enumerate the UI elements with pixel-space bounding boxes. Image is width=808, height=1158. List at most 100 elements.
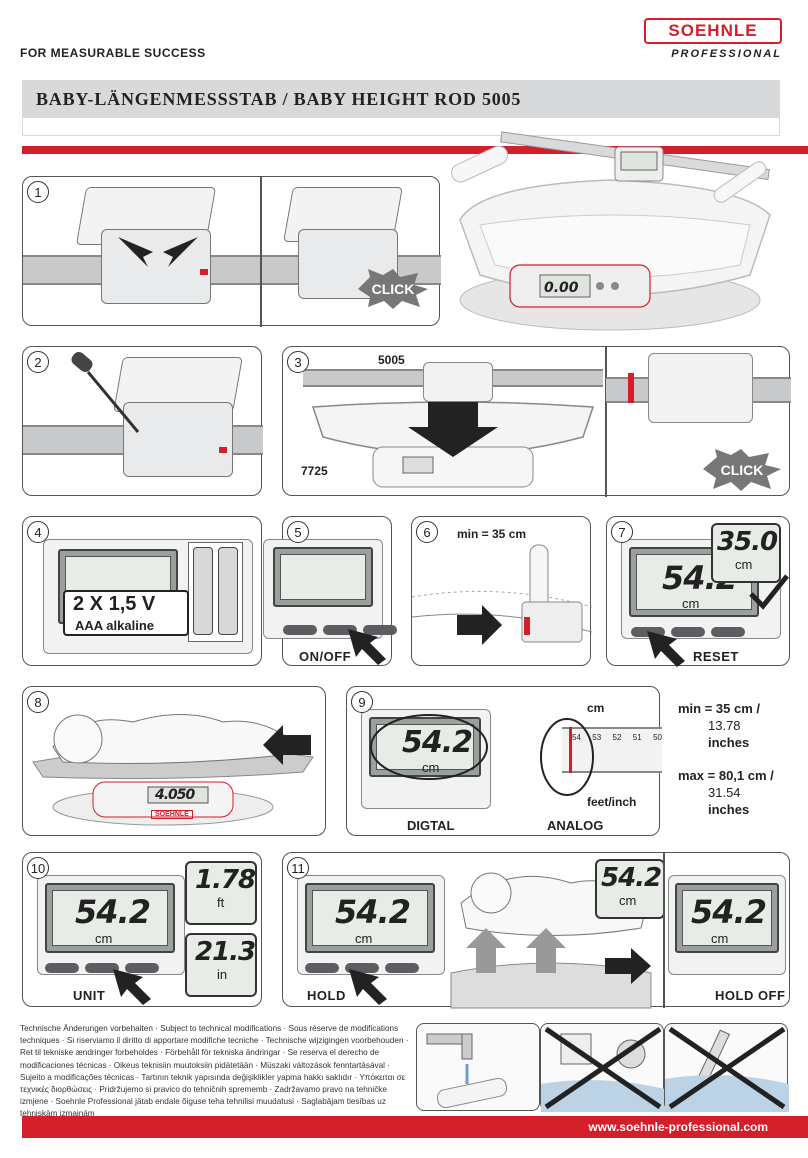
baby-removed-illustration [450, 872, 652, 1009]
press-arrow [348, 629, 386, 665]
min-line-3: inches [708, 735, 750, 750]
battery-cell-1 [193, 547, 213, 635]
red-marker [200, 269, 208, 275]
click-burst: CLICK [703, 449, 781, 491]
hero-illustration: 0.00 [440, 125, 785, 340]
max-line-1: max = 80,1 cm / [678, 768, 774, 783]
logo-wordmark: SOEHNLE [644, 18, 782, 44]
lcd-unit-2: cm [711, 931, 729, 946]
step-8-panel: 8 4.050 SOEHNLE [22, 686, 326, 836]
unit-key[interactable] [323, 625, 357, 635]
step-5-panel: 5 ON/OFF [263, 516, 397, 666]
squeeze-arrows [118, 237, 198, 267]
tagline: FOR MEASURABLE SUCCESS [20, 46, 206, 60]
rod-head-detail [648, 353, 753, 423]
panel-divider [663, 853, 665, 1008]
scale-reading: 4.050 [155, 787, 195, 803]
hold-key[interactable] [345, 963, 379, 973]
lcd-reading-2: 54.2 [691, 893, 767, 931]
step-4-panel: 4 2 X 1,5 V AAA alkaline [22, 516, 262, 666]
step-3-panel: 3 5005 7725 CLICK [282, 346, 791, 497]
scale-logo: SOEHNLE [151, 810, 193, 819]
hold-key[interactable] [85, 963, 119, 973]
battery-voltage: 2 X 1,5 V [73, 593, 156, 615]
rod-model-label: 5005 [378, 353, 405, 367]
lcd-unit: cm [682, 596, 700, 611]
logo-subtitle: PROFESSIONAL [671, 48, 782, 60]
press-arrow [647, 631, 685, 667]
ruler-tick: 53 [592, 733, 602, 742]
red-indicator [569, 727, 572, 773]
baby-scale-illustration: 0.00 [451, 131, 771, 331]
scale-model-label: 7725 [301, 464, 328, 478]
lcd-screen [369, 717, 481, 777]
scale-base-illustration [311, 401, 595, 488]
analog-highlight-circle [540, 718, 594, 796]
label-analog: ANALOG [547, 818, 604, 833]
onoff-caption: ON/OFF [299, 649, 352, 664]
step-4-number: 4 [27, 521, 49, 543]
lcd-unit: cm [422, 760, 440, 775]
faucet-icon [426, 1033, 508, 1109]
digital-highlight-circle [370, 714, 488, 780]
step-11-panel: 11 54.2 cm HOLD 54.2 cm 54.2 cm HOLD OFF [282, 852, 790, 1009]
zoom-reading: 54.2 [601, 863, 662, 893]
panel-divider [260, 177, 262, 327]
lcd-screen [305, 883, 435, 953]
baby-on-scale-illustration [32, 714, 314, 826]
zoom-unit: cm [619, 893, 637, 908]
label-feet: feet/inch [587, 795, 637, 809]
unit-key[interactable] [385, 963, 419, 973]
minimum-position-illustration [411, 544, 593, 645]
lcd-reading: 54.2 [335, 893, 411, 931]
key-row [283, 625, 397, 635]
immersion-icon [665, 1026, 789, 1112]
key-row [305, 963, 419, 973]
in-unit: in [217, 967, 228, 982]
step-1-panel: 1 CLICK [22, 176, 441, 327]
step-6-panel: 6 min = 35 cm [411, 516, 593, 666]
reset-caption: RESET [693, 649, 739, 664]
slider-clamp-2 [298, 229, 398, 299]
step-2-panel: 2 [22, 346, 263, 496]
label-cm: cm [587, 701, 605, 715]
lcd-unit: cm [355, 931, 373, 946]
reset-key[interactable] [305, 963, 339, 973]
red-marker [628, 373, 634, 403]
in-display: 21.3 in [185, 933, 257, 997]
click-burst: CLICK [358, 269, 428, 309]
lcd-reading: 54.2 [75, 893, 151, 931]
reset-key[interactable] [45, 963, 79, 973]
click-label: CLICK [720, 462, 764, 478]
onoff-key[interactable] [363, 625, 397, 635]
website-link[interactable]: www.soehnle-professional.com [588, 1120, 768, 1134]
rod-head-unit [423, 362, 493, 402]
ruler-tick: 54 [572, 733, 581, 742]
key-row [45, 963, 159, 973]
step-7-panel: 7 54.2 cm 35.0 cm RESET [606, 516, 790, 667]
step-6-number: 6 [416, 521, 438, 543]
battery-info-box: 2 X 1,5 V AAA alkaline [63, 590, 189, 636]
checkmark-icon [749, 574, 789, 610]
step-11-number: 11 [287, 857, 309, 879]
hold-caption: HOLD [307, 988, 346, 1003]
hold-key[interactable] [283, 625, 317, 635]
click-label: CLICK [371, 281, 415, 297]
unit-key[interactable] [125, 963, 159, 973]
scale-ruler [562, 727, 662, 773]
step-3-number: 3 [287, 351, 309, 373]
ruler-tick: 52 [612, 733, 622, 742]
disclaimer-text: Technische Änderungen vorbehalten · Subj… [20, 1024, 409, 1119]
unit-key[interactable] [711, 627, 745, 637]
zoom-display: 54.2 cm [595, 859, 665, 919]
lcd-unit: cm [95, 931, 113, 946]
step-10-panel: 10 54.2 cm 1.78 ft 21.3 in UNIT [22, 852, 262, 1007]
press-arrow [113, 969, 151, 1005]
zoom-unit: cm [735, 557, 753, 572]
hold-key[interactable] [671, 627, 705, 637]
ruler-tick: 51 [632, 733, 642, 742]
ruler-ticks: 54 53 52 51 50 [572, 733, 662, 742]
step-9-number: 9 [351, 691, 373, 713]
lcd-screen [45, 883, 175, 953]
panel-divider [605, 347, 607, 497]
